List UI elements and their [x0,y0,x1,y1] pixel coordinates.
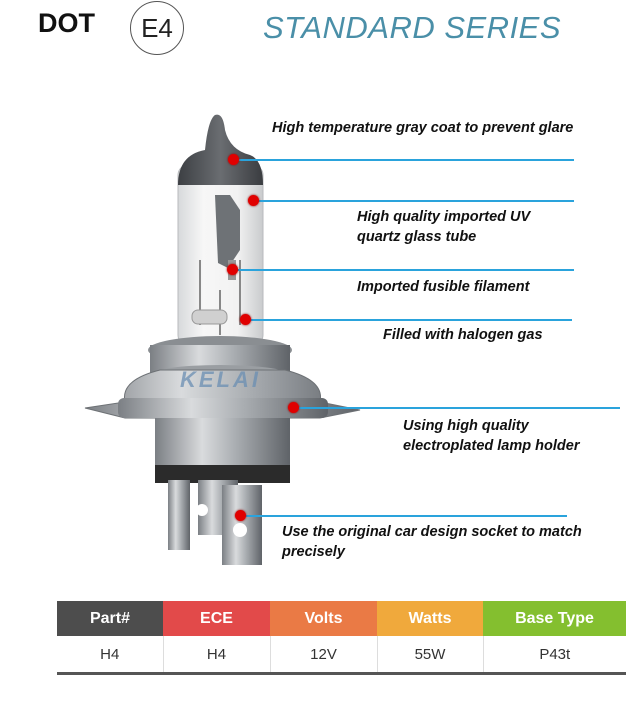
spec-table: Part# ECE Volts Watts Base Type H4 H4 12… [57,601,626,672]
table-row: H4 H4 12V 55W P43t [57,636,626,672]
annotation-line-3 [235,269,574,271]
cell-volts: 12V [269,636,377,672]
annotation-line-6 [243,515,567,517]
header-watts: Watts [377,601,483,636]
header-ece: ECE [163,601,270,636]
annotation-line-1 [236,159,574,161]
marker-dot-1 [228,154,239,165]
marker-dot-6 [235,510,246,521]
annotation-lamp-holder: Using high quality electroplated lamp ho… [403,418,580,454]
annotation-socket: Use the original car design socket to ma… [282,524,582,560]
series-title: STANDARD SERIES [263,10,562,45]
halogen-bulb-image [84,114,361,565]
annotation-gray-coat: High temperature gray coat to prevent gl… [272,120,574,136]
cell-part: H4 [100,645,120,663]
annotation-line-5 [296,407,620,409]
annotation-halogen-gas: Filled with halogen gas [383,327,543,343]
header-base-type: Base Type [483,601,626,636]
e4-label: E4 [141,12,173,43]
annotation-line-2 [256,200,574,202]
dot-certification-label: DOT [38,8,95,38]
annotation-quartz-tube: High quality imported UV quartz glass tu… [357,209,531,245]
cell-base-type: P43t [482,636,626,672]
cell-ece: H4 [162,636,270,672]
brand-watermark: KELAI [180,367,261,392]
spec-table-header-row: Part# ECE Volts Watts Base Type [57,601,626,636]
cell-watts: 55W [376,636,483,672]
e4-certification-badge: E4 [130,1,184,55]
marker-dot-2 [248,195,259,206]
marker-dot-4 [240,314,251,325]
annotation-filament: Imported fusible filament [357,279,530,295]
marker-dot-3 [227,264,238,275]
annotation-line-4 [248,319,572,321]
marker-dot-5 [288,402,299,413]
header-volts: Volts [270,601,377,636]
table-bottom-rule [57,672,626,675]
header-part: Part# [57,601,163,636]
